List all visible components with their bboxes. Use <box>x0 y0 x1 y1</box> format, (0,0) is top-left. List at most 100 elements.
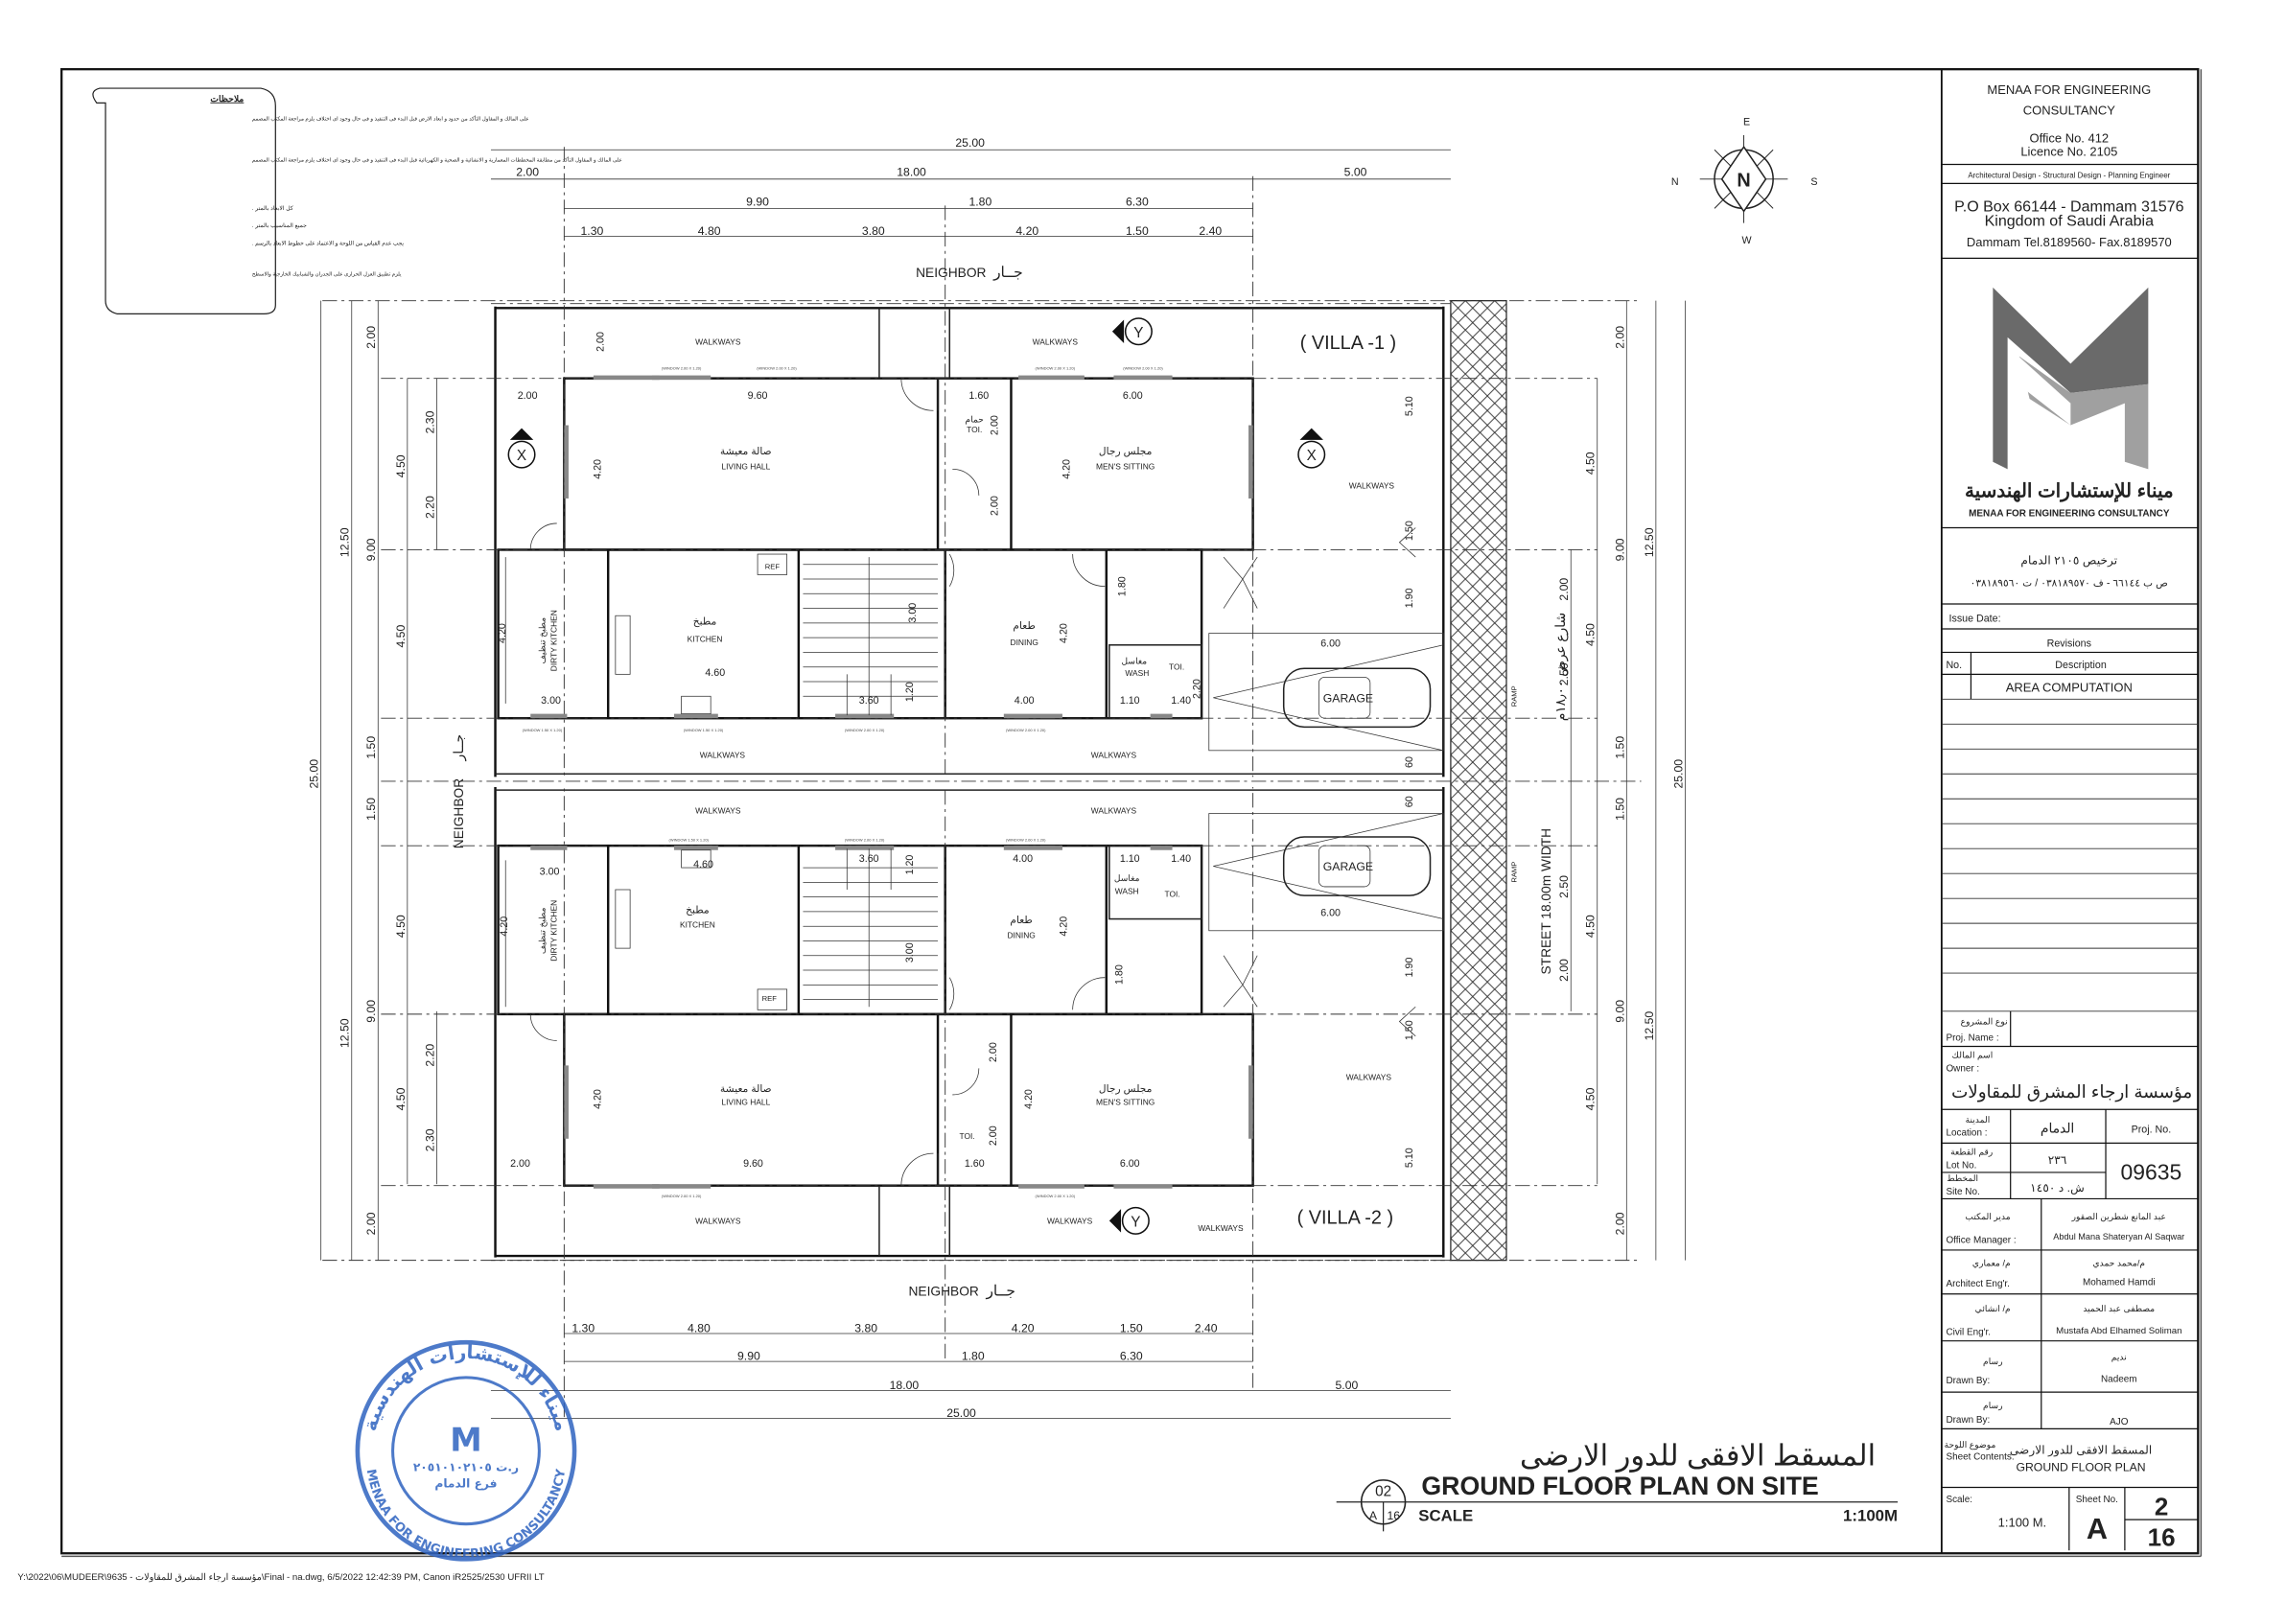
plan-labels: NEIGHBOR جــار NEIGHBOR جــار NEIGHBOR ج… <box>452 265 1569 1299</box>
dim-label: 4.50 <box>394 625 408 648</box>
dim-label: 2.00 <box>990 496 1001 516</box>
dim-label: 12.50 <box>338 527 352 557</box>
section-marker-y-icon: Y <box>1111 317 1153 346</box>
room-label-garage: GARAGE <box>1323 860 1373 873</box>
dim-label: 1.40 <box>1171 853 1191 865</box>
window-label: (WINDOW 1.50 X 1.20) <box>669 838 710 843</box>
window-label: (WINDOW 2.00 X 1.20) <box>1006 838 1046 843</box>
room-label-toilet: TOI. <box>960 1131 975 1141</box>
bottom-dimensions: 1.30 4.80 3.80 4.20 1.50 2.40 9.90 1.80 … <box>490 1322 1451 1420</box>
top-dimensions: 25.00 2.00 18.00 5.00 9.90 1.80 6.30 1.3… <box>490 136 1451 238</box>
dim-label: 1.50 <box>1404 521 1415 541</box>
room-label-dirty-kitchen: DIRTY KITCHEN <box>549 900 559 962</box>
dim-label: 4.20 <box>593 1089 604 1109</box>
dim-label: 2.40 <box>1195 1322 1218 1335</box>
dim-label: 2.50 <box>1557 662 1571 685</box>
dim-label: 4.60 <box>693 859 713 870</box>
logo-text-ar: ميناء للإستشارات الهندسية <box>1965 480 2174 502</box>
dim-label: 2.00 <box>988 1125 999 1146</box>
dim-label: 2.00 <box>595 332 607 352</box>
person-name-ar: م/محمد حمدي <box>2092 1259 2145 1269</box>
dim-label: 1.50 <box>364 736 378 759</box>
neighbor-label: NEIGHBOR <box>916 266 986 280</box>
villa-1-label: ( VILLA -1 ) <box>1300 333 1396 354</box>
dim-label: 2.30 <box>423 1128 436 1151</box>
dim-label: 2.00 <box>1557 959 1571 982</box>
dim-label: 3.00 <box>540 867 560 878</box>
neighbor-label-ar: جــار <box>452 734 467 761</box>
window-label: (WINDOW 2.00 X 1.20) <box>1006 728 1046 732</box>
compass-e: E <box>1743 116 1750 128</box>
dim-label: 2.00 <box>1613 1212 1626 1235</box>
window-label: (WINDOW 2.00 X 1.20) <box>662 365 702 370</box>
note-4: جميع المناسيب بالمتر . <box>252 222 307 229</box>
room-label-toilet: TOI. <box>1169 662 1184 672</box>
room-label-living-ar: صالة معيشة <box>720 1083 772 1095</box>
person-role-ar: م/ انشائي <box>1975 1304 2011 1314</box>
room-label-walkways: WALKWAYS <box>1091 806 1137 816</box>
room-label-living: LIVING HALL <box>721 1098 770 1107</box>
room-label-wash: WASH <box>1115 887 1139 896</box>
issue-date-label: Issue Date: <box>1949 613 2001 624</box>
proj-name-label-ar: نوع المشروع <box>1961 1017 2008 1028</box>
section-marker-x-icon: X <box>1297 428 1326 469</box>
dim-label: 3.80 <box>854 1322 877 1335</box>
room-label-dirty-kitchen-ar: مطبخ تنظيف <box>537 617 548 664</box>
scale-value: 1:100M <box>1843 1507 1898 1525</box>
room-label-walkways: WALKWAYS <box>695 806 741 816</box>
svg-text:02: 02 <box>1375 1484 1391 1500</box>
person-role: Drawn By: <box>1946 1376 1990 1386</box>
dim-label: 4.20 <box>1023 1089 1035 1109</box>
room-label-garage: GARAGE <box>1323 691 1373 705</box>
ref-label: REF <box>765 562 781 570</box>
arabic-license: ترخيص ٢١٠٥ الدمام <box>2020 554 2117 568</box>
dim-label: 1.50 <box>1126 224 1149 238</box>
person-role-ar: مدير المكتب <box>1965 1212 2010 1222</box>
room-label-mens: MEN'S SITTING <box>1096 1098 1155 1107</box>
dim-label: 4.20 <box>1015 224 1038 238</box>
dim-label: 2.30 <box>423 410 436 433</box>
dim-label: 18.00 <box>890 1379 920 1392</box>
sheet-letter: A <box>2087 1513 2108 1545</box>
compass-n: N <box>1671 176 1679 188</box>
person-name: Mohamed Hamdi <box>2083 1278 2156 1288</box>
svg-text:X: X <box>1307 448 1317 464</box>
room-label-toilet: TOI. <box>967 425 982 434</box>
neighbor-label: NEIGHBOR <box>452 778 466 848</box>
svg-text:A: A <box>1369 1509 1378 1522</box>
revision-no-header: No. <box>1946 660 1962 671</box>
dim-label: 12.50 <box>1643 527 1656 557</box>
dim-label: 1.30 <box>572 1322 595 1335</box>
plot-footer: Y:\2022\06\MUDEER\9635 - مؤسسة ارجاء الم… <box>17 1572 544 1583</box>
dim-label: 9.90 <box>737 1350 760 1363</box>
arabic-address: ص ب ٦٦١٤٤ - ف ٠٣٨١٨٩٥٧٠ / ت ٠٣٨١٨٩٥٦٠ <box>1971 578 2169 590</box>
dim-label: 9.00 <box>1613 538 1626 561</box>
dim-label: 25.00 <box>946 1406 976 1420</box>
room-label-toilet: TOI. <box>1164 890 1179 899</box>
dim-label: 1.50 <box>1613 736 1626 759</box>
revision-description-header: Description <box>2055 660 2107 671</box>
notes-scroll: ملاحظات على المالك و المقاول التأكد من ح… <box>92 87 622 315</box>
dim-label: 9.00 <box>1613 1000 1626 1023</box>
lot-value: ٢٣٦ <box>2048 1153 2067 1167</box>
dim-label: 6.30 <box>1126 195 1149 208</box>
proj-no-label: Proj. No. <box>2132 1125 2172 1136</box>
dim-label: 3.80 <box>862 224 885 238</box>
proj-name-label: Proj. Name : <box>1946 1032 1998 1043</box>
dim-label: 4.20 <box>1059 623 1070 643</box>
logo-text-en: MENAA FOR ENGINEERING CONSULTANCY <box>1969 508 2170 519</box>
dim-label: 1.60 <box>968 390 989 402</box>
sheet-no: 2 <box>2155 1493 2168 1521</box>
dim-label: 4.50 <box>1584 1087 1598 1110</box>
dim-label: 5.10 <box>1404 396 1415 416</box>
dim-label: 1.80 <box>1117 576 1129 596</box>
north-arrow-icon: N E N S W <box>1671 116 1818 246</box>
note-5: يجب عدم القياس من اللوحة و الاعتماد على … <box>252 241 405 247</box>
dim-label: 1.20 <box>904 855 916 875</box>
room-label-walkways: WALKWAYS <box>1349 480 1395 490</box>
dim-label: 3.00 <box>541 695 561 707</box>
window-label: (WINDOW 2.00 X 1.20) <box>1123 365 1163 370</box>
side-dimensions: 25.00 12.50 12.50 2.00 9.00 1.50 1.50 9.… <box>308 300 1686 1261</box>
dim-label: 2.00 <box>518 390 538 402</box>
